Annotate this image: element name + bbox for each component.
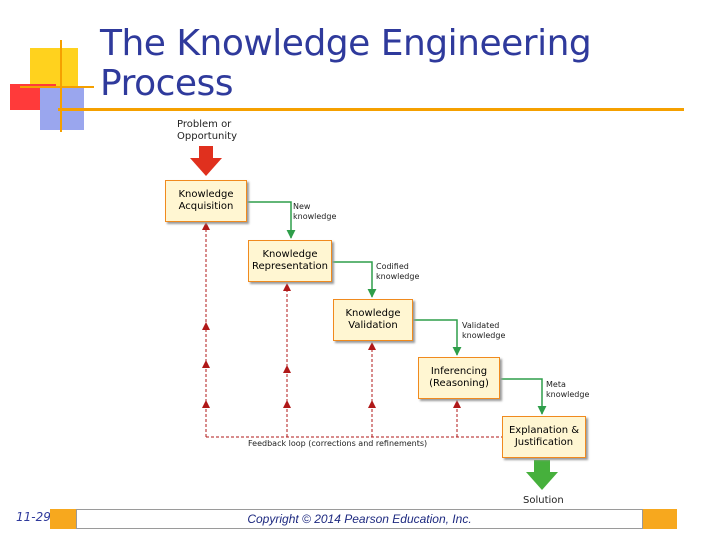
- start-arrow: [190, 146, 222, 176]
- transition-label-codified-knowledge: Codified knowledge: [376, 262, 420, 281]
- transition-label-validated-knowledge: Validated knowledge: [462, 321, 506, 340]
- deco-line-horizontal: [20, 86, 94, 88]
- end-label: Solution: [523, 495, 564, 506]
- footer-bar: [76, 509, 643, 529]
- step-explanation-justification: Explanation & Justification: [502, 416, 586, 458]
- start-label: Problem or Opportunity: [177, 119, 238, 142]
- footer-accent-right: [643, 509, 677, 529]
- step-knowledge-representation: Knowledge Representation: [248, 240, 332, 282]
- connector-representation-validation: [332, 261, 377, 298]
- slide-number: 11-29: [16, 510, 51, 524]
- feedback-arrowheads: [202, 222, 461, 408]
- feedback-label: Feedback loop (corrections and refinemen…: [246, 439, 430, 449]
- transition-label-meta-knowledge: Meta knowledge: [546, 380, 590, 399]
- connector-acquisition-representation: [247, 201, 296, 239]
- connector-inferencing-explanation: [500, 378, 547, 415]
- page-title: The Knowledge Engineering Process: [100, 23, 592, 104]
- step-inferencing: Inferencing (Reasoning): [418, 357, 500, 399]
- connector-validation-inferencing: [413, 319, 462, 356]
- step-knowledge-validation: Knowledge Validation: [333, 299, 413, 341]
- title-rule: [58, 108, 684, 111]
- transition-label-new-knowledge: New knowledge: [293, 202, 337, 221]
- step-knowledge-acquisition: Knowledge Acquisition: [165, 180, 247, 222]
- end-arrow: [526, 460, 558, 490]
- copyright-text: Copyright © 2014 Pearson Education, Inc.: [247, 512, 472, 526]
- footer-accent-left: [50, 509, 76, 529]
